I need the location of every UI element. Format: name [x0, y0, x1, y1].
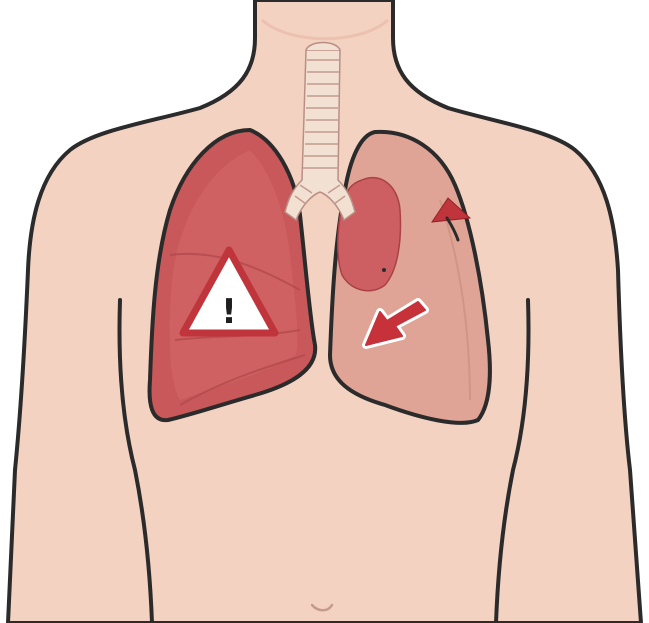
heart-dot [382, 268, 386, 272]
warning-glyph: ! [221, 292, 237, 332]
